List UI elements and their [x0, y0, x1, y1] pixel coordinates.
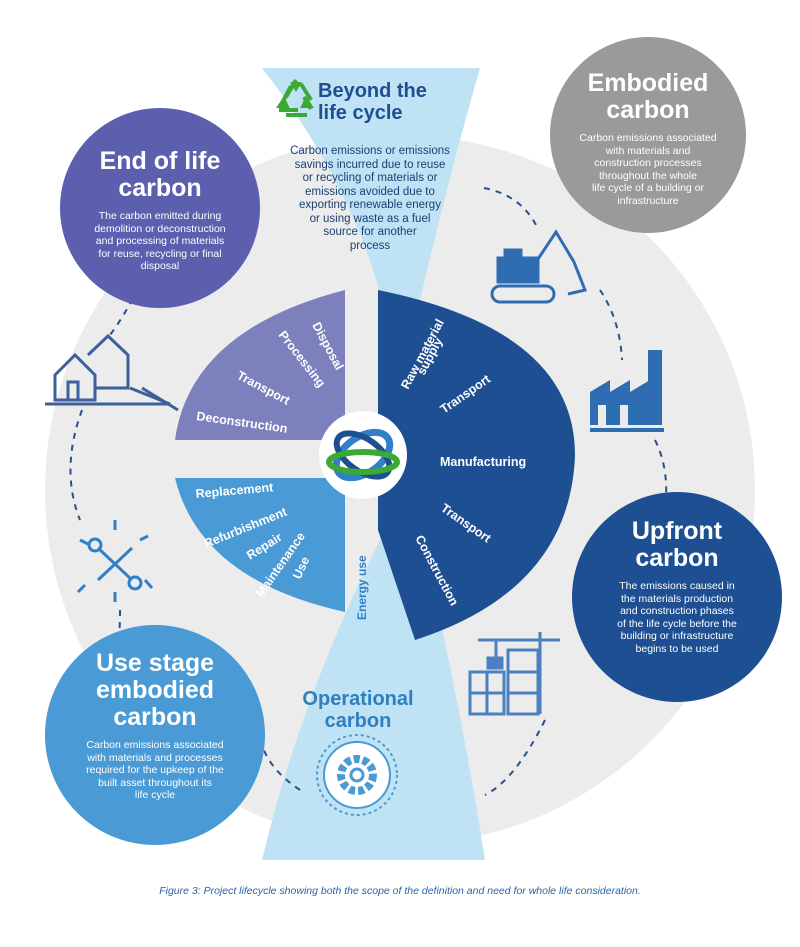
end-of-life-title: End of life carbon — [99, 147, 221, 202]
connector-operational-use — [261, 744, 301, 791]
end-of-life-carbon-circle — [60, 108, 260, 308]
upfront-text: Upfront carbon The emissions caused in t… — [585, 518, 769, 655]
factory-icon — [590, 350, 664, 432]
tools-icon — [76, 520, 154, 602]
embodied-text: Embodied carbon Carbon emissions associa… — [560, 70, 736, 207]
beyond-life-cycle-band — [262, 68, 480, 300]
embodied-title: Embodied carbon — [587, 69, 709, 124]
end-of-life-desc: The carbon emitted during demolition or … — [94, 210, 226, 272]
use-segment — [175, 478, 345, 612]
seg-label-manufacturing: Manufacturing — [440, 455, 526, 469]
globe-logo-icon — [319, 411, 407, 499]
houses-icon — [45, 333, 179, 412]
upfront-title: Upfront carbon — [631, 517, 723, 572]
gear-icon — [316, 734, 398, 816]
use-stage-desc: Carbon emissions associated with materia… — [86, 739, 224, 801]
connector-crane-operational — [484, 719, 546, 796]
use-stage-circle — [45, 625, 265, 845]
upfront-carbon-circle — [572, 492, 782, 702]
beyond-title: Beyond the life cycle — [318, 80, 427, 124]
excavator-icon — [490, 229, 588, 304]
seg-label-replacement: Replacement — [195, 480, 275, 501]
embodied-desc: Carbon emissions associated with materia… — [579, 132, 717, 207]
energy-use-label: Energy use — [355, 555, 369, 620]
operational-title: Operational carbon — [302, 688, 414, 732]
connector-houses-tools — [69, 409, 83, 521]
end-of-life-text: End of life carbon The carbon emitted du… — [70, 148, 250, 273]
use-stage-text: Use stage embodied carbon Carbon emissio… — [55, 650, 255, 802]
upfront-segment — [378, 290, 575, 640]
crane-building-icon — [468, 632, 560, 716]
embodied-carbon-circle — [550, 37, 746, 233]
beyond-desc: Carbon emissions or emissions savings in… — [290, 145, 450, 252]
use-stage-title: Use stage embodied carbon — [95, 649, 215, 731]
connector-embodied-factory — [599, 289, 623, 361]
figure-caption: Figure 3: Project lifecycle showing both… — [159, 885, 641, 897]
end-of-life-segment — [175, 290, 345, 440]
recycle-icon — [276, 78, 314, 117]
upfront-desc: The emissions caused in the materials pr… — [617, 580, 737, 655]
